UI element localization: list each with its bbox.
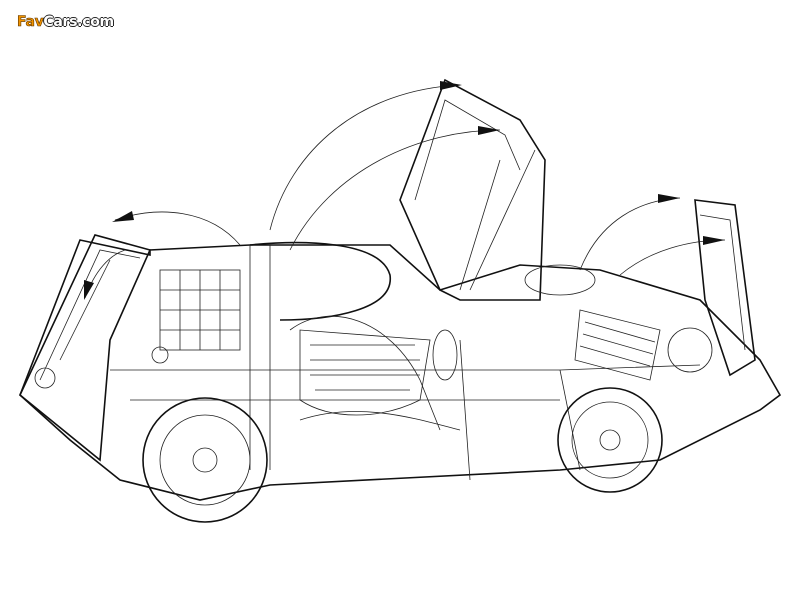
watermark-fav: Fav <box>17 14 44 31</box>
front-wheel <box>557 387 663 493</box>
rear-wheel <box>142 397 268 523</box>
front-hood <box>694 199 756 377</box>
open-door <box>399 78 546 301</box>
favcars-watermark: FavCars.com <box>17 14 114 31</box>
watermark-cars-com: Cars.com <box>43 14 114 30</box>
rear-cover <box>19 234 152 462</box>
motion-arrows <box>84 81 726 300</box>
car-body-outline <box>19 239 782 501</box>
